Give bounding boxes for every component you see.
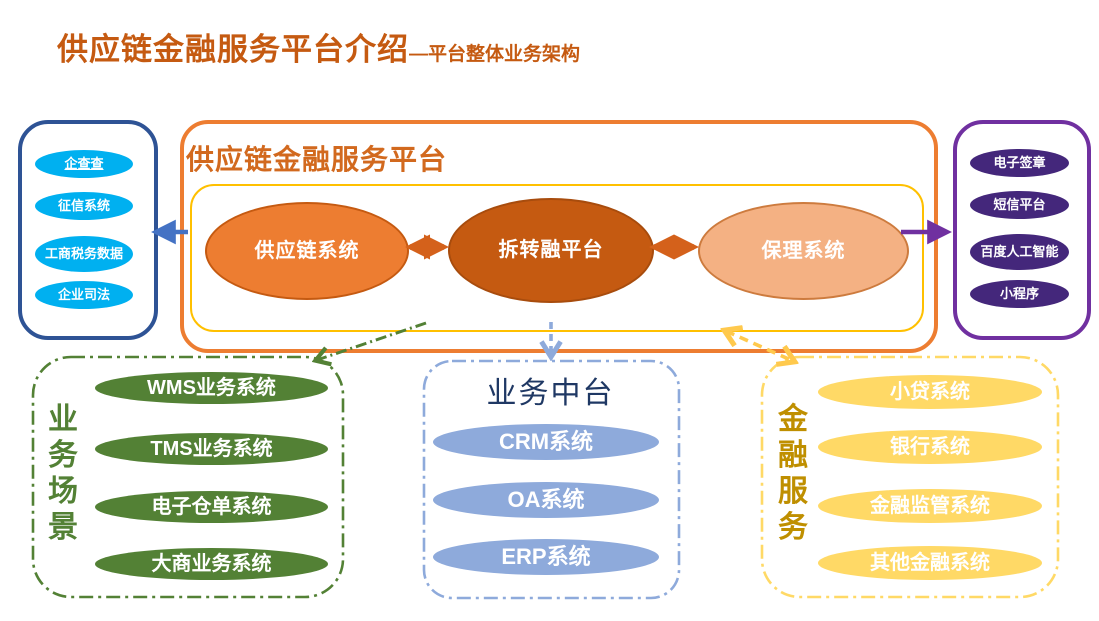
scenario-item-oval: WMS业务系统 xyxy=(95,372,328,404)
scenario-item-oval: 电子仓单系统 xyxy=(95,491,328,523)
scenario-panel-label: 业务场景 xyxy=(48,403,78,544)
service-item-oval: 小程序 xyxy=(970,280,1069,308)
middle-item-oval: ERP系统 xyxy=(433,539,659,575)
slide-title-sub: —平台整体业务架构 xyxy=(409,44,581,65)
slide-title-main: 供应链金融服务平台介绍 xyxy=(57,32,409,67)
middle-item-oval: OA系统 xyxy=(433,482,659,518)
platform-system-oval-supply-chain: 供应链系统 xyxy=(205,202,409,300)
finance-panel-label: 金融服务 xyxy=(778,403,808,544)
scenario-item-oval: TMS业务系统 xyxy=(95,433,328,465)
external-item-oval: 企查查 xyxy=(35,150,133,178)
finance-item-oval: 金融监管系统 xyxy=(818,489,1042,523)
platform-system-oval-factoring: 保理系统 xyxy=(698,202,909,300)
middle-item-oval: CRM系统 xyxy=(433,424,659,460)
platform-title: 供应链金融服务平台 xyxy=(186,144,448,175)
external-item-oval: 征信系统 xyxy=(35,192,133,220)
service-item-oval: 百度人工智能 xyxy=(970,234,1069,270)
service-item-oval: 电子签章 xyxy=(970,149,1069,177)
service-item-oval: 短信平台 xyxy=(970,191,1069,219)
slide-title: 供应链金融服务平台介绍—平台整体业务架构 xyxy=(57,24,580,69)
finance-item-oval: 银行系统 xyxy=(818,430,1042,464)
platform-inner-box xyxy=(190,184,924,332)
scenario-item-oval: 大商业务系统 xyxy=(95,548,328,580)
external-data-panel: 企查查 征信系统 工商税务数据 企业司法 xyxy=(18,120,158,340)
services-panel: 电子签章 短信平台 百度人工智能 小程序 xyxy=(953,120,1091,340)
finance-item-oval: 小贷系统 xyxy=(818,375,1042,409)
platform-system-oval-financing: 拆转融平台 xyxy=(448,198,654,303)
finance-item-oval: 其他金融系统 xyxy=(818,546,1042,580)
external-item-oval: 工商税务数据 xyxy=(35,236,133,272)
middle-panel-title: 业务中台 xyxy=(486,377,615,410)
external-item-oval: 企业司法 xyxy=(35,281,133,309)
